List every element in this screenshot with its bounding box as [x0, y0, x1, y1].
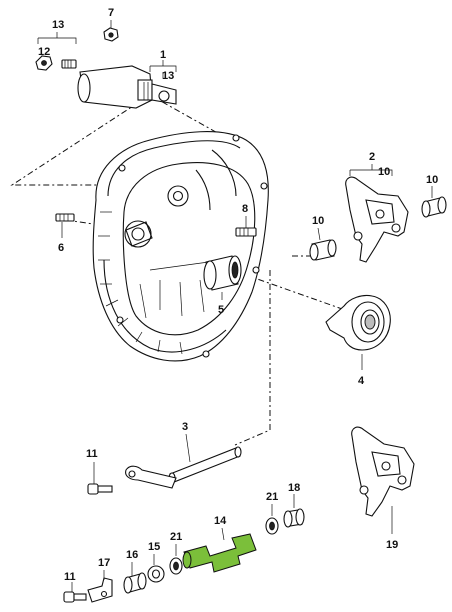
callout-10-right: 10 [426, 174, 438, 186]
callout-21-left: 21 [170, 531, 182, 543]
callout-17: 17 [98, 557, 110, 569]
bracket-17 [87, 570, 113, 603]
release-fork-2 [345, 164, 409, 263]
callout-7: 7 [108, 7, 114, 19]
callout-8: 8 [242, 203, 248, 215]
callout-16: 16 [126, 549, 138, 561]
nut-12 [35, 55, 53, 71]
slave-cylinder-1 [77, 65, 177, 109]
callout-21-right: 21 [266, 491, 278, 503]
nut-7 [103, 27, 119, 42]
bushing-21a [265, 504, 279, 535]
callout-labels: 13 12 7 1 13 2 10 10 8 10 6 5 4 3 11 21 … [38, 7, 438, 583]
callout-18: 18 [288, 482, 300, 494]
bushing-5 [203, 255, 242, 300]
release-fork-19 [351, 426, 415, 534]
callout-15: 15 [148, 541, 160, 553]
callout-1: 1 [160, 49, 166, 61]
release-bearing-4 [325, 294, 391, 370]
bearing-18 [283, 494, 305, 528]
pivot-pin-end [182, 551, 192, 569]
callout-19: 19 [386, 539, 398, 551]
bushing-21b [169, 544, 183, 575]
stud-13 [61, 59, 77, 69]
washer-15 [147, 554, 165, 583]
callout-2-sub-10: 10 [378, 166, 390, 178]
screw-8 [235, 216, 257, 237]
bolt-11a [87, 462, 113, 495]
bolt-11b [63, 582, 87, 603]
needle-bearing-10b [421, 186, 447, 218]
callout-11-upper: 11 [86, 448, 98, 460]
callout-12: 12 [38, 46, 50, 58]
callout-14: 14 [214, 515, 227, 527]
callout-4: 4 [358, 375, 365, 387]
pivot-pin-highlight [183, 533, 257, 573]
bearing-16 [123, 562, 147, 594]
callout-10-mid: 10 [312, 215, 324, 227]
callout-1-sub-13: 13 [162, 70, 174, 82]
stud-6 [55, 213, 75, 238]
release-shaft-3 [125, 433, 242, 489]
callout-11-lower: 11 [64, 571, 76, 583]
clutch-housing [92, 131, 269, 362]
callout-13: 13 [52, 19, 64, 31]
needle-bearing-10a [309, 227, 337, 261]
callout-5: 5 [218, 304, 224, 316]
callout-2: 2 [369, 151, 375, 163]
pivot-pin-14 [182, 527, 257, 573]
callout-6: 6 [58, 242, 64, 254]
slave-cylinder-group [35, 20, 177, 109]
callout-3: 3 [182, 421, 188, 433]
